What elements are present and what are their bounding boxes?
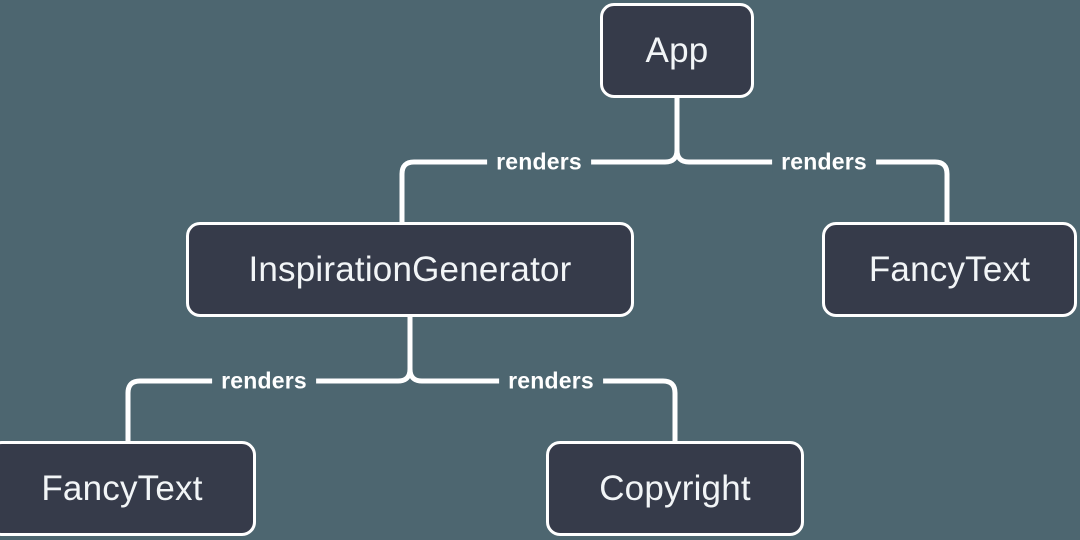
node-fancytext-left-label: FancyText [41, 468, 203, 508]
edge-label-text: renders [496, 148, 582, 175]
node-copyright-label: Copyright [599, 468, 751, 508]
edge-label-text: renders [508, 367, 594, 394]
node-fancytext-right-label: FancyText [868, 249, 1031, 289]
node-app[interactable]: App [600, 3, 754, 98]
edge-label-text: renders [781, 148, 867, 175]
node-fancytext-right[interactable]: FancyText [822, 222, 1077, 317]
node-copyright[interactable]: Copyright [546, 441, 804, 536]
node-inspiration-generator[interactable]: InspirationGenerator [186, 222, 634, 317]
node-fancytext-left[interactable]: FancyText [0, 441, 256, 536]
node-inspiration-generator-label: InspirationGenerator [248, 249, 572, 289]
edge-label-app-to-fancytext-right: renders [772, 148, 876, 175]
edge-inspiration-to-copyright [407, 366, 678, 444]
edge-label-inspiration-to-fancytext-left: renders [212, 367, 316, 394]
node-app-label: App [645, 30, 709, 70]
edge-label-text: renders [221, 367, 307, 394]
edge-app-to-fancytext-right [674, 147, 950, 225]
edge-label-app-to-inspiration: renders [487, 148, 591, 175]
edge-label-inspiration-to-copyright: renders [499, 367, 603, 394]
